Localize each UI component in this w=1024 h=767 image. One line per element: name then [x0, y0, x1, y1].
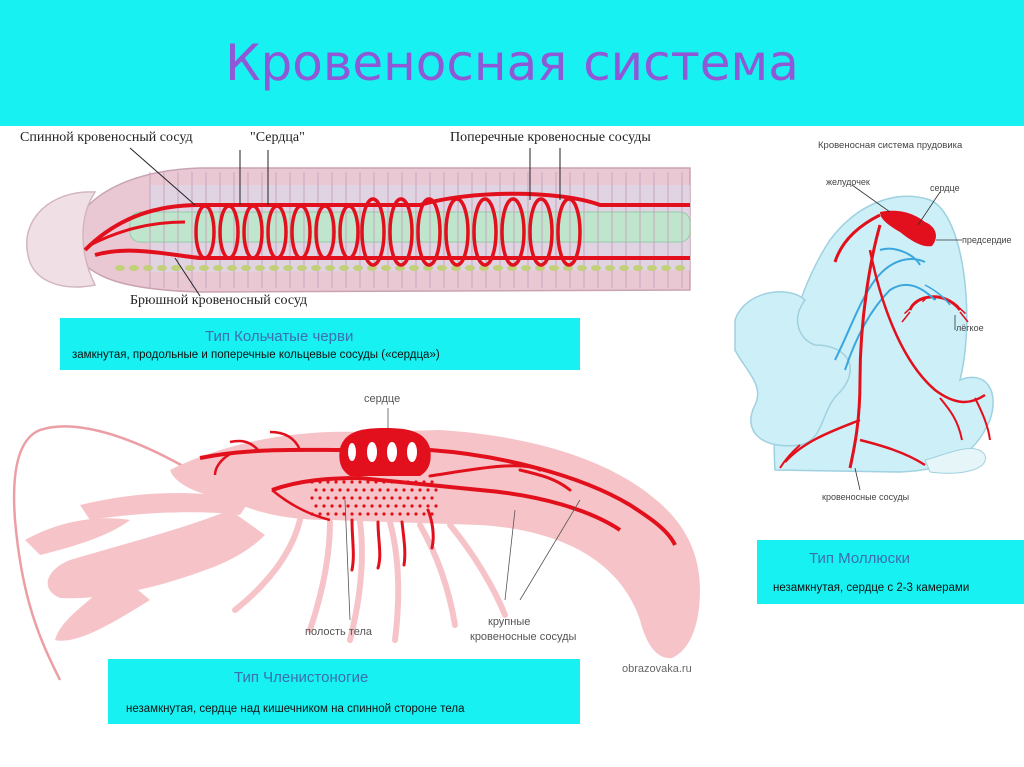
- label-large-1: крупные: [488, 616, 531, 628]
- label-large-2: кровеносные сосуды: [470, 631, 577, 643]
- worm-heart-ring: [266, 204, 288, 260]
- box-arthropods-desc: незамкнутая, сердце над кишечником на сп…: [126, 703, 465, 715]
- box-annelids-desc: замкнутая, продольные и поперечные кольц…: [72, 349, 440, 361]
- box-arthropods-title: Тип Членистоногие: [234, 669, 369, 686]
- label-dorsal-vessel: Спинной кровеносный сосуд: [20, 130, 193, 145]
- worm-heart-ring: [242, 204, 264, 260]
- label-mollusk-heart: сердце: [930, 183, 960, 193]
- label-atrium: предсердие: [962, 235, 1012, 245]
- worm-heart-ring: [314, 204, 336, 260]
- label-ventricle: желудочек: [826, 177, 870, 187]
- box-mollusks: Тип Моллюски незамкнутая, сердце с 2-3 к…: [757, 540, 1024, 604]
- worm-heart-ring: [416, 197, 442, 267]
- header-bar: Кровеносная система: [0, 0, 1024, 126]
- worm-heart-ring: [218, 204, 240, 260]
- box-mollusks-desc: незамкнутая, сердце с 2-3 камерами: [773, 582, 970, 594]
- label-lung: лёгкое: [956, 323, 984, 333]
- box-annelids: Тип Кольчатые черви замкнутая, продольны…: [60, 318, 580, 370]
- label-mollusk-vessels: кровеносные сосуды: [822, 492, 910, 502]
- label-mollusk-title: Кровеносная система прудовика: [818, 140, 963, 151]
- box-arthropods: Тип Членистоногие незамкнутая, сердце на…: [108, 659, 580, 724]
- worm-heart-ring: [444, 197, 470, 267]
- label-transverse-vessels: Поперечные кровеносные сосуды: [450, 130, 651, 145]
- mollusk-diagram: [734, 184, 994, 491]
- worm-heart-ring: [500, 197, 526, 267]
- worm-heart-ring: [528, 197, 554, 267]
- worm-diagram: [26, 147, 691, 297]
- box-mollusks-title: Тип Моллюски: [809, 550, 911, 567]
- page-title: Кровеносная система: [225, 34, 799, 92]
- label-ventral-vessel: Брюшной кровеносный сосуд: [130, 293, 308, 308]
- worm-heart-ring: [360, 197, 386, 267]
- worm-heart-ring: [338, 204, 360, 260]
- label-crayfish-heart: сердце: [364, 393, 401, 405]
- label-hearts: "Сердца": [250, 130, 305, 145]
- worm-heart-ring: [194, 204, 216, 260]
- worm-heart-ring: [388, 197, 414, 267]
- worm-heart-ring: [472, 197, 498, 267]
- box-annelids-title: Тип Кольчатые черви: [205, 328, 354, 345]
- label-body-cavity: полость тела: [305, 626, 373, 638]
- watermark: obrazovaka.ru: [622, 663, 692, 675]
- crayfish-diagram: [12, 408, 700, 681]
- worm-heart-ring: [556, 197, 582, 267]
- worm-heart-ring: [290, 204, 312, 260]
